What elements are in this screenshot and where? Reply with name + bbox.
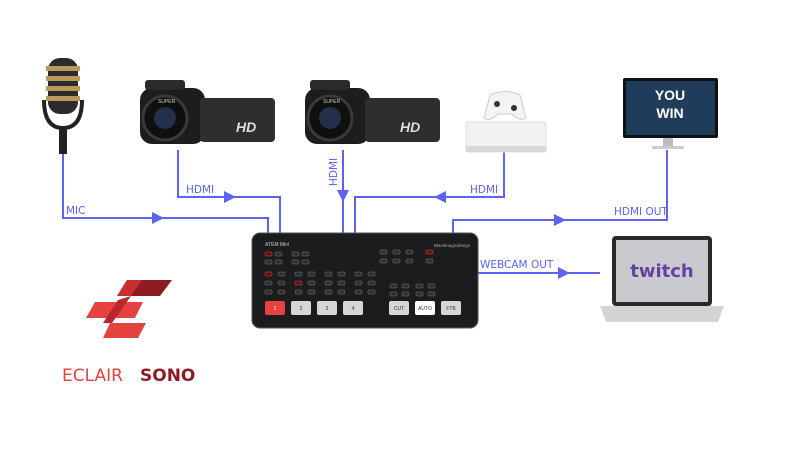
switcher-key: [401, 283, 410, 289]
switcher-key: [291, 259, 300, 265]
switcher-key: [324, 289, 333, 295]
switcher-key: [354, 289, 363, 295]
switcher-key: [264, 271, 273, 277]
switcher-key: [294, 280, 303, 286]
switcher-key: [427, 283, 436, 289]
arrow-webcam-out: [558, 267, 570, 279]
switcher-key: [301, 251, 310, 257]
laptop-twitch-text: twitch: [630, 261, 694, 282]
monitor-text-1: YOU: [655, 87, 685, 103]
ftb-button: FTB: [446, 306, 456, 312]
game-console-icon: [465, 91, 547, 153]
eclair-sono-logo: ECLAIR SONO: [62, 280, 195, 386]
switcher-key: [367, 271, 376, 277]
switcher-key: [379, 249, 388, 255]
label-hdmi-camera1: HDMI: [186, 184, 214, 196]
switcher-key: [401, 291, 410, 297]
monitor-icon: YOU WIN: [623, 78, 718, 149]
input-button-2: 2: [300, 306, 303, 312]
switcher-key: [389, 291, 398, 297]
wire-mic: [62, 152, 269, 233]
arrow-hdmi-out: [554, 214, 566, 226]
switcher-key: [307, 280, 316, 286]
atem-mini-switcher: ATEM Mini Blackmagicdesign 1 2 3 4 CUT A…: [251, 232, 479, 329]
switcher-key: [392, 258, 401, 264]
switcher-key: [425, 249, 434, 255]
switcher-key: [415, 291, 424, 297]
arrow-mic: [152, 212, 164, 224]
switcher-model: ATEM Mini: [265, 242, 289, 248]
switcher-key: [294, 271, 303, 277]
logo-word-sono: SONO: [140, 366, 195, 386]
arrow-camera1: [224, 191, 236, 203]
label-mic: MIC: [66, 205, 86, 217]
wire-console: [354, 152, 505, 233]
switcher-key: [307, 271, 316, 277]
switcher-key: [337, 289, 346, 295]
camera1-brand: SUPER: [158, 99, 176, 105]
arrow-camera2: [337, 190, 349, 202]
switcher-key: [264, 259, 273, 265]
switcher-small-buttons: [264, 249, 436, 297]
switcher-key: [425, 258, 434, 264]
switcher-key: [405, 258, 414, 264]
label-hdmi-console: HDMI: [470, 184, 498, 196]
camera2-hd-badge: HD: [400, 119, 420, 135]
switcher-key: [354, 271, 363, 277]
switcher-key: [415, 283, 424, 289]
switcher-key: [405, 249, 414, 255]
label-hdmi-out: HDMI OUT: [614, 206, 668, 218]
switcher-key: [274, 259, 283, 265]
switcher-key: [291, 251, 300, 257]
wires: [62, 150, 668, 279]
logo-word-eclair: ECLAIR: [62, 366, 123, 386]
switcher-key: [367, 280, 376, 286]
switcher-key: [324, 271, 333, 277]
auto-button: AUTO: [418, 306, 432, 312]
switcher-key: [277, 289, 286, 295]
switcher-key: [264, 251, 273, 257]
switcher-key: [427, 291, 436, 297]
label-webcam-out: WEBCAM OUT: [480, 259, 554, 271]
switcher-key: [337, 271, 346, 277]
arrow-console: [434, 191, 446, 203]
switcher-key: [307, 289, 316, 295]
switcher-key: [277, 280, 286, 286]
cut-button: CUT: [394, 306, 404, 312]
switcher-key: [354, 280, 363, 286]
camera1-hd-badge: HD: [236, 119, 256, 135]
input-button-1: 1: [274, 306, 277, 312]
laptop-icon: twitch: [600, 236, 724, 322]
switcher-key: [264, 289, 273, 295]
switcher-key: [294, 289, 303, 295]
switcher-key: [389, 283, 398, 289]
switcher-key: [274, 251, 283, 257]
camera-icon-1: HD SUPER: [140, 80, 275, 144]
switcher-brand: Blackmagicdesign: [434, 243, 471, 248]
input-button-3: 3: [326, 306, 329, 312]
camera-icon-2: HD SUPER: [305, 80, 440, 144]
input-button-4: 4: [352, 306, 355, 312]
switcher-key: [367, 289, 376, 295]
switcher-key: [324, 280, 333, 286]
switcher-key: [392, 249, 401, 255]
switcher-key: [337, 280, 346, 286]
monitor-text-2: WIN: [656, 105, 683, 121]
microphone-icon: [42, 58, 84, 154]
label-hdmi-camera2: HDMI: [328, 158, 340, 186]
switcher-key: [301, 259, 310, 265]
switcher-key: [264, 280, 273, 286]
camera2-brand: SUPER: [323, 99, 341, 105]
switcher-key: [277, 271, 286, 277]
switcher-key: [379, 258, 388, 264]
